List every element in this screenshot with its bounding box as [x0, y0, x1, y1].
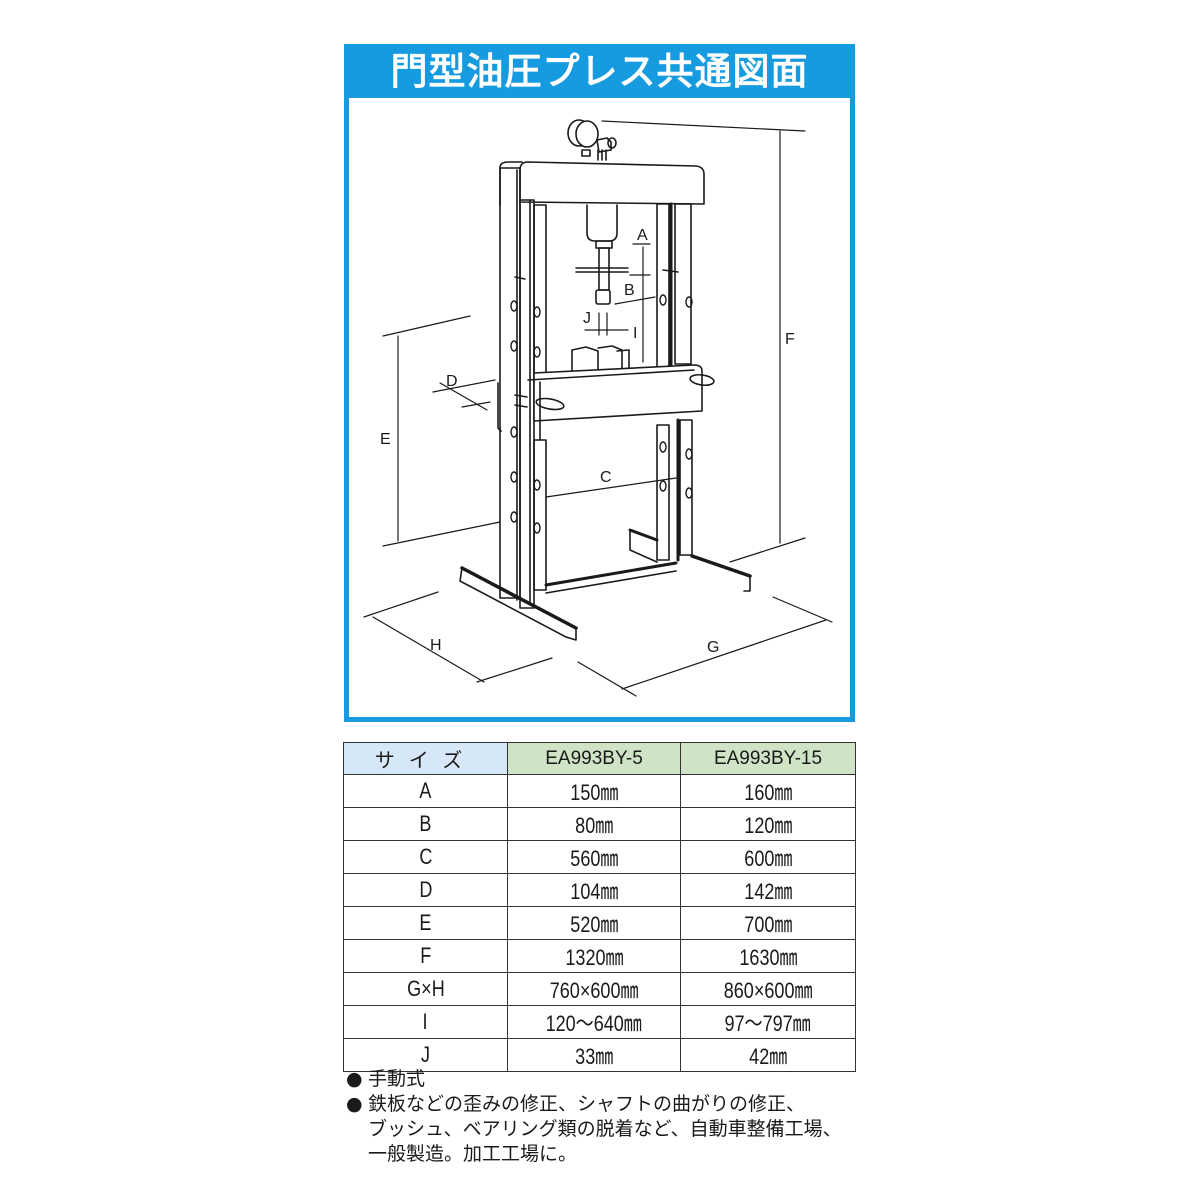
size-cell: A	[419, 778, 432, 803]
size-cell: C	[418, 844, 433, 869]
value-cell: 560㎜	[569, 846, 619, 871]
dimension-label-f: F	[785, 331, 795, 348]
note-item: ● 鉄板などの歪みの修正、シャフトの曲がりの修正、 ブッシュ、ベアリング類の脱着…	[346, 1092, 842, 1167]
table-row: J 33㎜ 42㎜	[343, 1038, 856, 1072]
size-cell: J	[420, 1042, 431, 1067]
value-cell: 120〜640㎜	[545, 1011, 643, 1036]
size-cell: D	[418, 877, 433, 902]
value-cell: 1630㎜	[738, 945, 798, 970]
table-row: I 120〜640㎜ 97〜797㎜	[343, 1005, 856, 1039]
value-cell: 142㎜	[743, 879, 793, 904]
value-cell: 97〜797㎜	[724, 1011, 812, 1036]
size-cell: F	[419, 943, 432, 968]
press-drawing: A B I J	[363, 119, 833, 697]
dimension-label-a: A	[637, 227, 648, 244]
table-row: A 150㎜ 160㎜	[343, 774, 856, 808]
size-cell: E	[419, 910, 432, 935]
value-cell: 520㎜	[569, 912, 619, 937]
table-row: B 80㎜ 120㎜	[343, 807, 856, 841]
value-cell: 80㎜	[574, 813, 614, 838]
header-size: サイズ	[343, 742, 508, 775]
value-cell: 160㎜	[743, 780, 793, 805]
bullet-icon: ●	[346, 1068, 363, 1090]
notes-list: ● 手動式 ● 鉄板などの歪みの修正、シャフトの曲がりの修正、 ブッシュ、ベアリ…	[346, 1067, 842, 1167]
dimension-label-b: B	[624, 282, 635, 299]
value-cell: 700㎜	[743, 912, 793, 937]
value-cell: 1320㎜	[564, 945, 624, 970]
note-text: 手動式	[368, 1068, 426, 1090]
spec-table: サイズ EA993BY-5 EA993BY-15 A 150㎜ 160㎜ B 8…	[343, 742, 856, 1072]
table-row: C 560㎜ 600㎜	[343, 840, 856, 874]
table-row: G×H 760×600㎜ 860×600㎜	[343, 972, 856, 1006]
dimension-label-j: J	[583, 310, 591, 327]
value-cell: 600㎜	[743, 846, 793, 871]
dimension-label-i: I	[633, 325, 637, 342]
table-row: D 104㎜ 142㎜	[343, 873, 856, 907]
bullet-icon: ●	[346, 1093, 363, 1115]
table-row: E 520㎜ 700㎜	[343, 906, 856, 940]
value-cell: 120㎜	[743, 813, 793, 838]
pressure-gauge-icon	[567, 119, 617, 161]
value-cell: 760×600㎜	[549, 978, 639, 1003]
table-header-row: サイズ EA993BY-5 EA993BY-15	[343, 742, 856, 775]
size-cell: I	[422, 1009, 429, 1034]
diagram-frame: 門型油圧プレス共通図面	[344, 44, 855, 722]
size-cell: B	[419, 811, 432, 836]
note-item: ● 手動式	[346, 1067, 842, 1092]
header-ea993by-5: EA993BY-5	[507, 742, 681, 775]
note-line: 一般製造。加工工場に。	[368, 1143, 578, 1165]
value-cell: 150㎜	[569, 780, 619, 805]
dimension-label-d: D	[446, 373, 458, 390]
table-row: F 1320㎜ 1630㎜	[343, 939, 856, 973]
value-cell: 33㎜	[574, 1044, 614, 1069]
note-line: 鉄板などの歪みの修正、シャフトの曲がりの修正、	[368, 1093, 806, 1115]
diagram-canvas: A B I J	[349, 98, 850, 717]
size-cell: G×H	[406, 976, 445, 1001]
value-cell: 860×600㎜	[723, 978, 813, 1003]
dimension-label-h: H	[430, 637, 442, 654]
header-ea993by-15: EA993BY-15	[680, 742, 856, 775]
diagram-title: 門型油圧プレス共通図面	[390, 50, 809, 93]
dimension-label-e: E	[380, 431, 391, 448]
value-cell: 42㎜	[748, 1044, 788, 1069]
note-line: ブッシュ、ベアリング類の脱着など、自動車整備工場、	[368, 1118, 842, 1140]
dimension-label-c: C	[600, 469, 612, 486]
dimension-label-g: G	[707, 639, 719, 656]
value-cell: 104㎜	[569, 879, 619, 904]
